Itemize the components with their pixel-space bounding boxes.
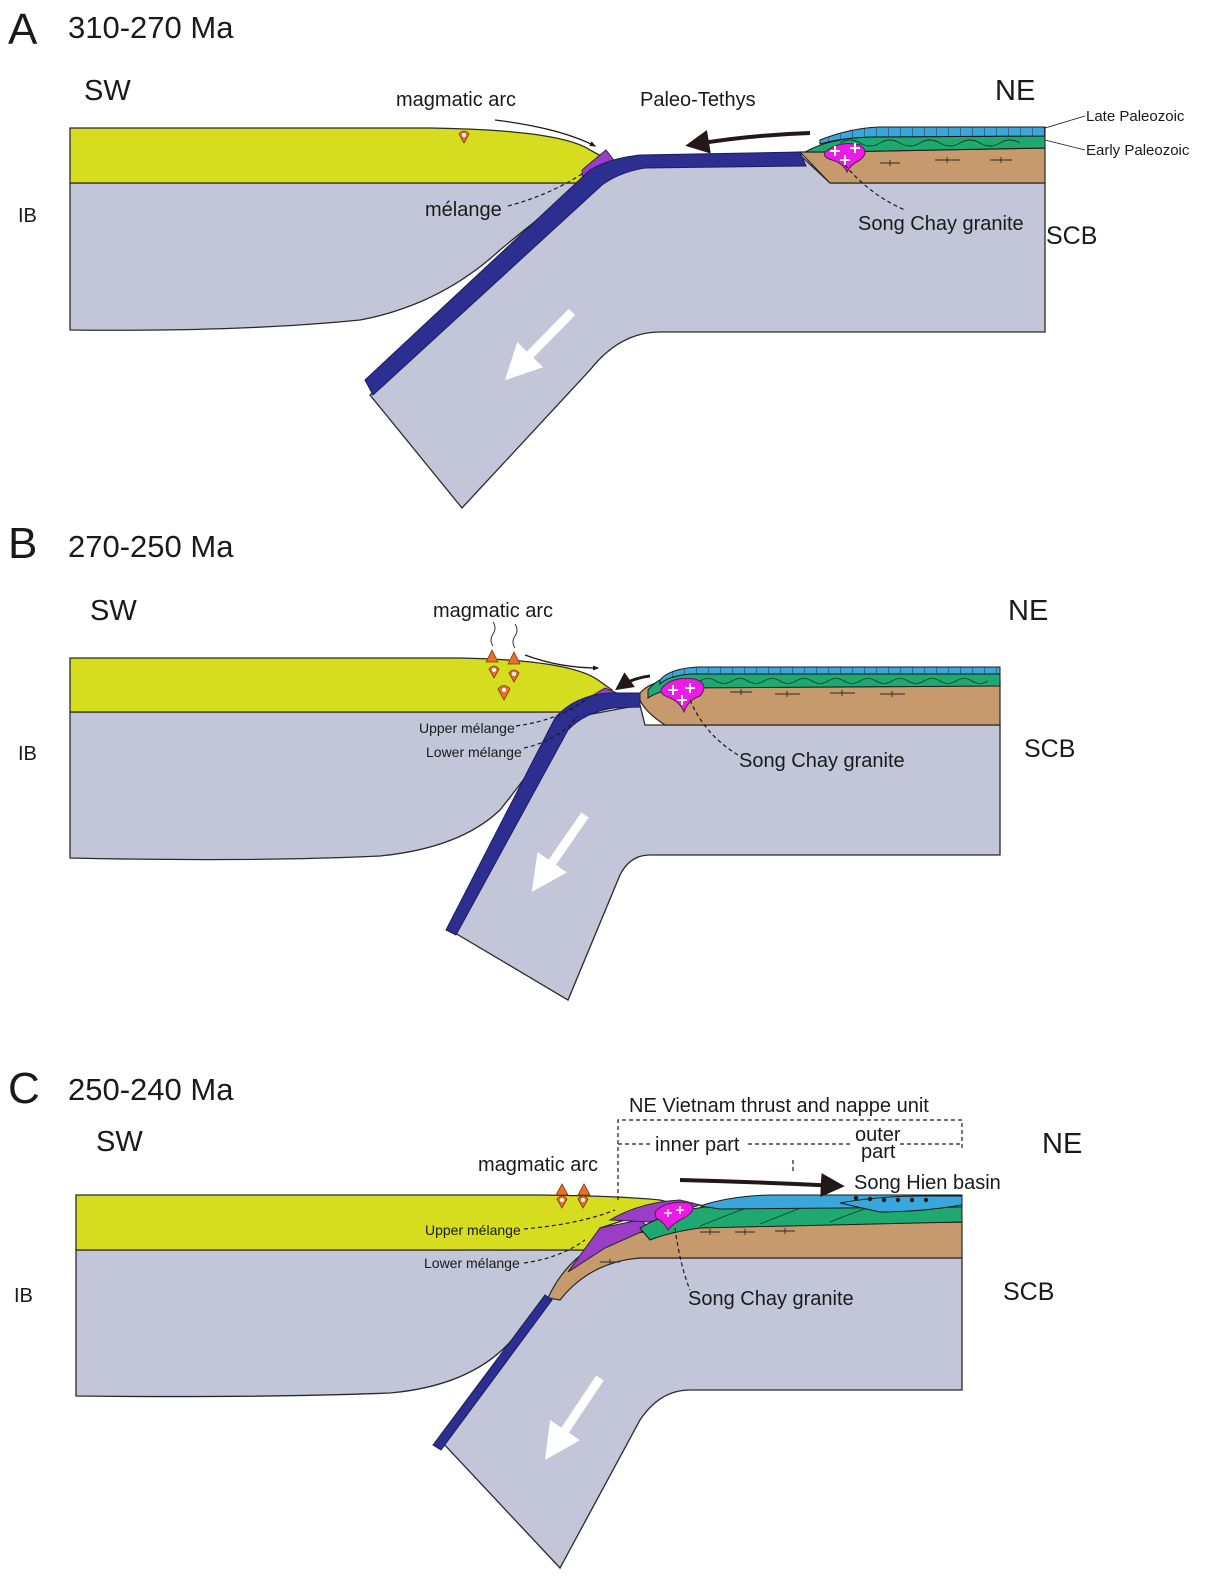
panel-c-age: 250-240 Ma xyxy=(68,1072,234,1107)
panel-b-arc-block xyxy=(69,657,614,713)
panel-b-subduction-arrow xyxy=(531,812,589,892)
panel-b-plate-motion-arrow xyxy=(615,672,651,691)
panel-b-lower-melange-leader xyxy=(523,715,579,749)
panel-b-arc-arrow xyxy=(524,654,600,671)
panel-c-scb-label: SCB xyxy=(1003,1278,1054,1306)
panel-c-basin-label: Song Hien basin xyxy=(854,1172,1001,1194)
panel-a-ocean-label: Paleo-Tethys xyxy=(640,89,756,111)
panel-a-arc-block xyxy=(69,127,613,184)
panel-b-granite-leader xyxy=(689,699,739,756)
panel-b-ne-label: NE xyxy=(1008,595,1048,627)
panel-b-granite-crosses xyxy=(668,683,695,705)
panel-a: A 310-270 Ma xyxy=(8,5,1190,509)
panel-b-basement-ticks xyxy=(730,689,905,697)
panel-a-late-leader xyxy=(1044,115,1086,129)
panel-c-ib-label: IB xyxy=(14,1285,33,1307)
panel-b-granite-label: Song Chay granite xyxy=(739,750,905,772)
panel-a-plate-motion-arrow xyxy=(685,130,811,154)
panel-b-volcano-icons xyxy=(485,649,521,701)
panel-b-upper-melange-leader xyxy=(515,697,589,727)
panel-a-granite-crosses xyxy=(830,143,860,165)
panel-a-melange-leader xyxy=(507,171,586,207)
panel-a-scb-label: SCB xyxy=(1046,222,1097,250)
panel-a-ib-label: IB xyxy=(18,205,37,227)
panel-c-outer-part-label-2: part xyxy=(861,1141,896,1163)
panel-b-smoke-2 xyxy=(512,623,518,649)
panel-b-smoke-1 xyxy=(490,621,496,647)
panel-c-basement-ticks xyxy=(600,1228,795,1265)
panel-a-sw-label: SW xyxy=(84,75,131,107)
panel-c-song-hien-dots xyxy=(853,1195,929,1203)
panel-c-magmatic-arc-label: magmatic arc xyxy=(478,1154,598,1176)
panel-c-thrust-unit-label: NE Vietnam thrust and nappe unit xyxy=(629,1095,929,1117)
panel-a-age: 310-270 Ma xyxy=(68,10,234,45)
panel-c-letter: C xyxy=(8,1064,40,1113)
panel-a-subduction-arrow xyxy=(504,308,576,381)
panel-c-sw-label: SW xyxy=(96,1126,143,1158)
panel-a-volcano-icon xyxy=(458,130,470,144)
panel-b-magmatic-arc-label: magmatic arc xyxy=(433,600,553,622)
panel-c-granite-crosses xyxy=(664,1206,684,1217)
panel-a-arc-arrow xyxy=(494,119,597,147)
panel-a-fold-lines xyxy=(839,139,1021,147)
panel-b-fold-lines xyxy=(699,678,989,684)
panel-b: B 270-250 Ma xyxy=(8,519,1075,1001)
panel-b-scb-label: SCB xyxy=(1024,735,1075,763)
panel-c-volcano-icons xyxy=(555,1183,591,1209)
panel-a-letter: A xyxy=(8,5,38,54)
panel-b-lower-melange-label: Lower mélange xyxy=(426,744,522,760)
panel-a-oceanic-slab xyxy=(364,151,807,396)
panel-b-sw-label: SW xyxy=(90,595,137,627)
panel-c-thrust-arrow xyxy=(679,1173,845,1198)
panel-b-upper-melange-label: Upper mélange xyxy=(419,720,515,736)
panel-a-granite-label: Song Chay granite xyxy=(858,213,1024,235)
panel-c-subduction-arrow xyxy=(544,1375,604,1460)
panel-a-early-leader xyxy=(1044,139,1086,151)
panel-a-ne-label: NE xyxy=(995,75,1035,107)
panel-b-ib-label: IB xyxy=(18,743,37,765)
panel-c-upper-melange-leader xyxy=(523,1209,616,1230)
panel-a-basement-ticks xyxy=(880,157,1012,166)
panel-a-late-paleozoic xyxy=(819,126,1046,145)
panel-c-upper-melange-label: Upper mélange xyxy=(425,1222,521,1238)
panel-c-lower-melange xyxy=(567,1219,651,1273)
panel-a-early-paleozoic-label: Early Paleozoic xyxy=(1086,142,1190,159)
panel-c-granite-leader xyxy=(674,1227,691,1291)
panel-c-thrust-unit-bracket xyxy=(617,1119,963,1200)
panel-b-letter: B xyxy=(8,519,37,568)
panel-c: C 250-240 Ma xyxy=(8,1064,1082,1570)
panel-c-ne-label: NE xyxy=(1042,1128,1082,1160)
panel-a-melange-label: mélange xyxy=(425,199,502,221)
panel-c-granite-label: Song Chay granite xyxy=(688,1288,854,1310)
panel-c-outer-part-label-1: outer xyxy=(855,1124,901,1146)
panel-b-scb-basement xyxy=(639,681,1001,726)
panel-a-granite-leader xyxy=(844,164,906,211)
panel-b-age: 270-250 Ma xyxy=(68,529,234,564)
panel-c-lower-melange-label: Lower mélange xyxy=(424,1255,520,1271)
panel-c-inner-part-label: inner part xyxy=(655,1134,740,1156)
panel-b-oceanic-slab xyxy=(445,692,641,936)
panel-b-late-paleozoic xyxy=(659,666,1001,686)
panel-c-oceanic-slab xyxy=(432,1294,553,1451)
panel-a-magmatic-arc-label: magmatic arc xyxy=(396,89,516,111)
panel-a-late-paleozoic-label: Late Paleozoic xyxy=(1086,108,1185,125)
